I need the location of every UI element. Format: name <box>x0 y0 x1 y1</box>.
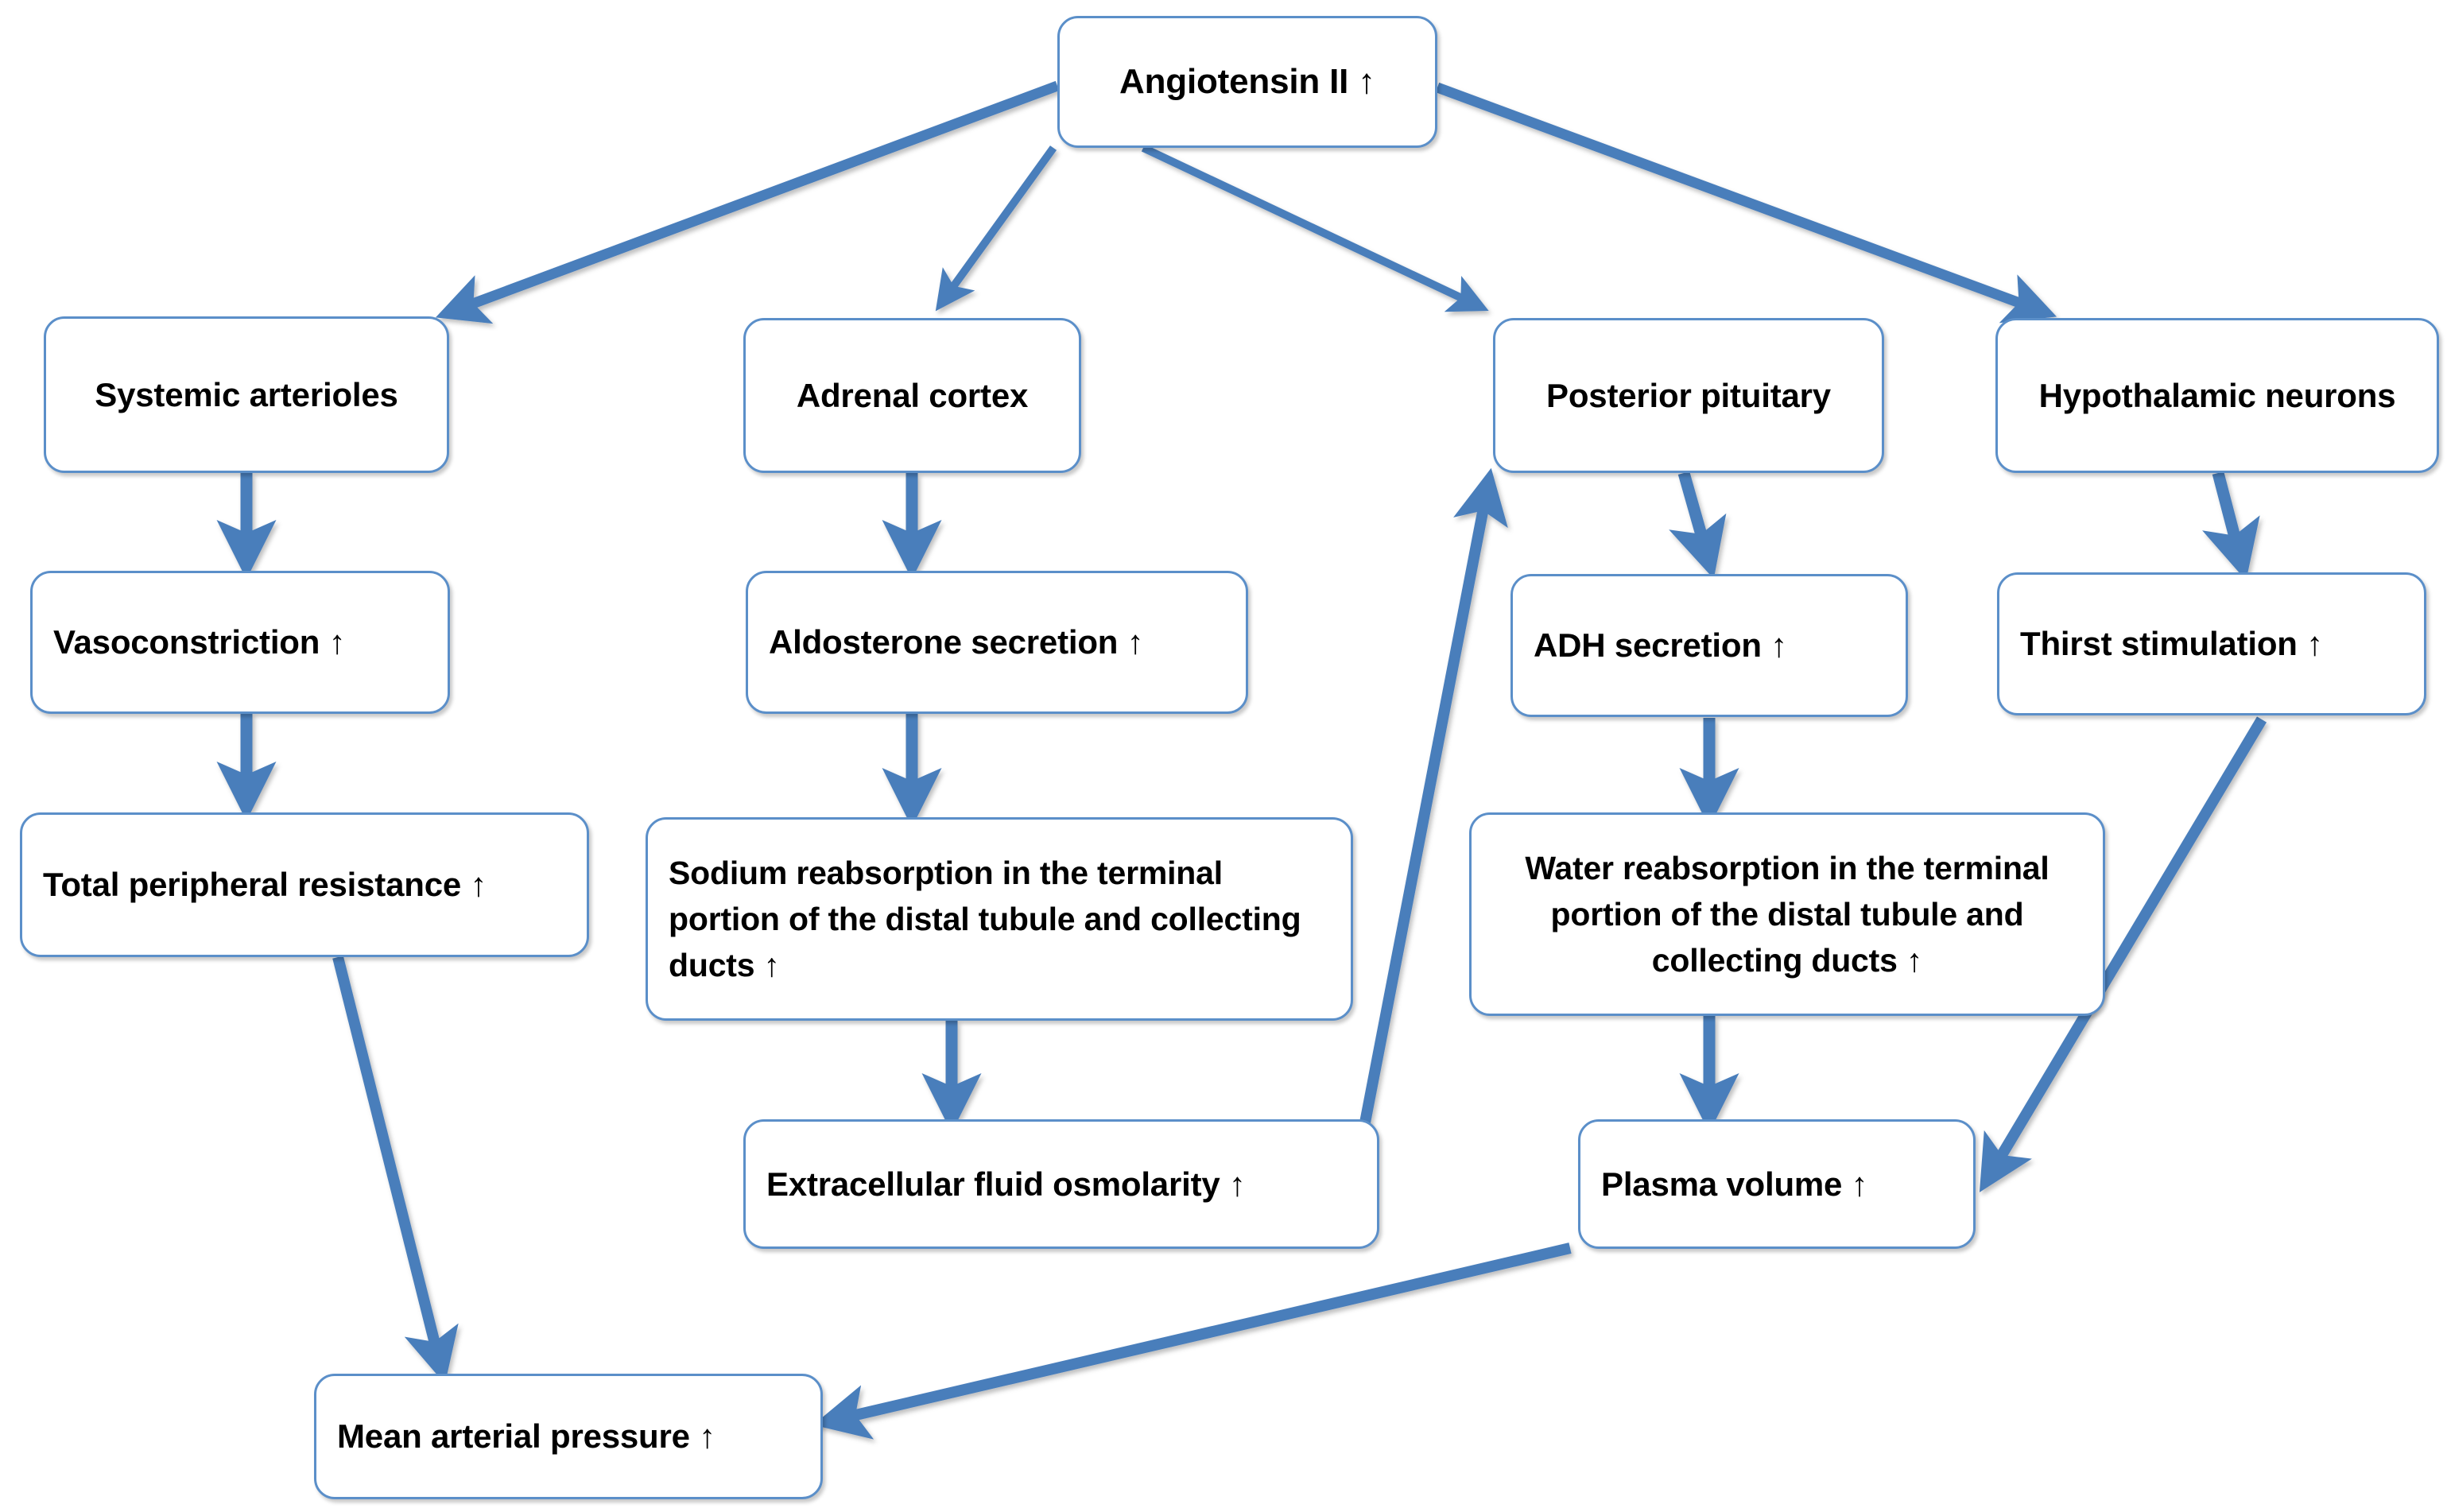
node-water-reabsorption[interactable]: Water reabsorption in the terminal porti… <box>1469 812 2105 1016</box>
node-adh-secretion-label: ADH secretion ↑ <box>1534 626 1788 664</box>
edge-ecf-pituitary <box>1356 467 1508 1141</box>
edge-angiotensin-pituitary <box>1141 144 1489 312</box>
node-aldosterone[interactable]: Aldosterone secretion ↑ <box>746 571 1248 714</box>
node-tpr[interactable]: Total peripheral resistance ↑ <box>20 812 589 957</box>
node-thirst-label: Thirst stimulation ↑ <box>2020 625 2324 662</box>
node-adrenal-label: Adrenal cortex <box>796 376 1029 414</box>
node-sodium-reabsorption-label: Sodium reabsorption in the terminal port… <box>669 854 1301 984</box>
node-adh-secretion[interactable]: ADH secretion ↑ <box>1510 574 1908 717</box>
edge-plasma-map <box>812 1243 1572 1440</box>
node-mean-arterial-pressure-label: Mean arterial pressure ↑ <box>337 1417 716 1455</box>
node-pituitary-label: Posterior pituitary <box>1546 376 1831 414</box>
edge-hypothalamus-thirst <box>2202 471 2260 581</box>
edge-angiotensin-adrenal <box>935 145 1057 312</box>
node-thirst[interactable]: Thirst stimulation ↑ <box>1997 572 2426 715</box>
node-ecf-osmolarity-label: Extracellular fluid osmolarity ↑ <box>766 1165 1246 1203</box>
node-sodium-reabsorption[interactable]: Sodium reabsorption in the terminal port… <box>646 817 1353 1021</box>
node-angiotensin[interactable]: Angiotensin II ↑ <box>1057 16 1437 148</box>
node-arterioles[interactable]: Systemic arterioles <box>44 316 449 473</box>
node-plasma-volume[interactable]: Plasma volume ↑ <box>1578 1119 1976 1249</box>
node-tpr-label: Total peripheral resistance ↑ <box>43 866 487 903</box>
node-ecf-osmolarity[interactable]: Extracellular fluid osmolarity ↑ <box>743 1119 1379 1249</box>
node-hypothalamus-label: Hypothalamic neurons <box>2038 376 2396 414</box>
edge-angiotensin-arterioles <box>435 80 1060 324</box>
node-pituitary[interactable]: Posterior pituitary <box>1493 318 1884 473</box>
edge-angiotensin-hypothalamus <box>1435 82 2057 324</box>
edge-thirst-plasma <box>1979 716 2267 1192</box>
node-arterioles-label: Systemic arterioles <box>95 375 398 413</box>
edge-pituitary-adh <box>1669 471 1727 580</box>
node-adrenal[interactable]: Adrenal cortex <box>743 318 1081 473</box>
node-water-reabsorption-label: Water reabsorption in the terminal porti… <box>1525 849 2050 979</box>
node-vasoconstriction[interactable]: Vasoconstriction ↑ <box>30 571 450 714</box>
node-plasma-volume-label: Plasma volume ↑ <box>1601 1165 1868 1203</box>
node-hypothalamus[interactable]: Hypothalamic neurons <box>1995 318 2439 473</box>
node-aldosterone-label: Aldosterone secretion ↑ <box>769 623 1144 661</box>
node-mean-arterial-pressure[interactable]: Mean arterial pressure ↑ <box>314 1374 823 1499</box>
node-angiotensin-label: Angiotensin II ↑ <box>1119 62 1375 101</box>
node-vasoconstriction-label: Vasoconstriction ↑ <box>53 623 346 661</box>
edge-tpr-map <box>332 956 459 1385</box>
